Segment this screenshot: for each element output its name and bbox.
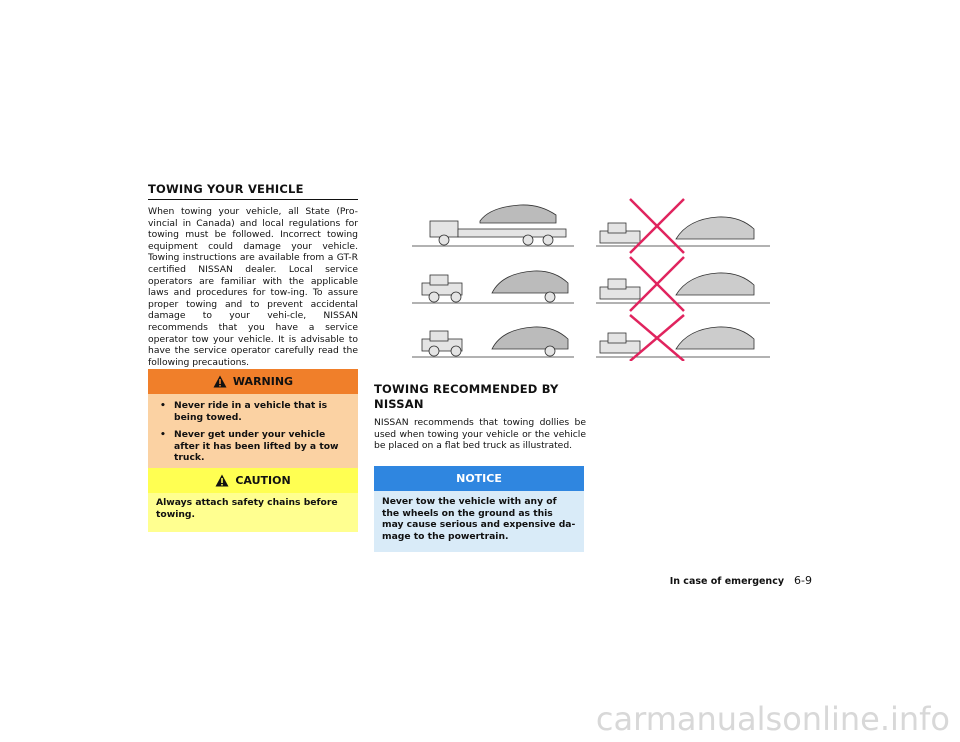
caution-header: CAUTION (148, 468, 358, 493)
warning-label: WARNING (232, 375, 294, 388)
caution-box: CAUTION Always attach safety chains befo… (148, 468, 358, 533)
warning-item: •Never get under your vehicle after it h… (160, 429, 339, 464)
flatbed-truck (429, 204, 567, 246)
caution-text: Always attach safety chains before towin… (148, 493, 358, 533)
warning-box: WARNING •Never ride in a vehicle that is… (148, 369, 358, 474)
recommended-body: NISSAN recommends that towing dollies be… (374, 417, 586, 452)
notice-header: NOTICE (374, 466, 584, 491)
recommended-title: TOWING RECOMMENDED BY NISSAN (374, 382, 559, 411)
caution-icon (215, 474, 229, 487)
page-number: 6-9 (794, 574, 812, 587)
warning-icon (213, 375, 227, 388)
warning-body: •Never ride in a vehicle that is being t… (148, 394, 358, 474)
caution-label: CAUTION (235, 474, 291, 487)
chapter-title: In case of emergency (669, 576, 785, 587)
page-footer: In case of emergency 6-9 (670, 574, 812, 587)
notice-box: NOTICE Never tow the vehicle with any of… (374, 466, 584, 553)
warning-header: WARNING (148, 369, 358, 394)
left-column: TOWING YOUR VEHICLE When towing your veh… (148, 182, 358, 368)
section-body: When towing your vehicle, all State (Pro… (148, 206, 358, 368)
notice-text: Never tow the vehicle with any of the wh… (374, 491, 584, 553)
towing-illustration (412, 198, 770, 361)
notice-label: NOTICE (456, 472, 502, 485)
tow-truck-dolly-front (421, 326, 569, 357)
prohibited-x-icon (629, 198, 685, 361)
incorrect-tow-examples (599, 216, 755, 354)
section-title: TOWING YOUR VEHICLE (148, 182, 358, 200)
middle-column: TOWING RECOMMENDED BY NISSAN NISSAN reco… (374, 382, 586, 452)
warning-item: •Never ride in a vehicle that is being t… (160, 400, 328, 423)
watermark: carmanualsonline.info (595, 700, 950, 738)
tow-truck-dolly-rear (421, 270, 569, 303)
